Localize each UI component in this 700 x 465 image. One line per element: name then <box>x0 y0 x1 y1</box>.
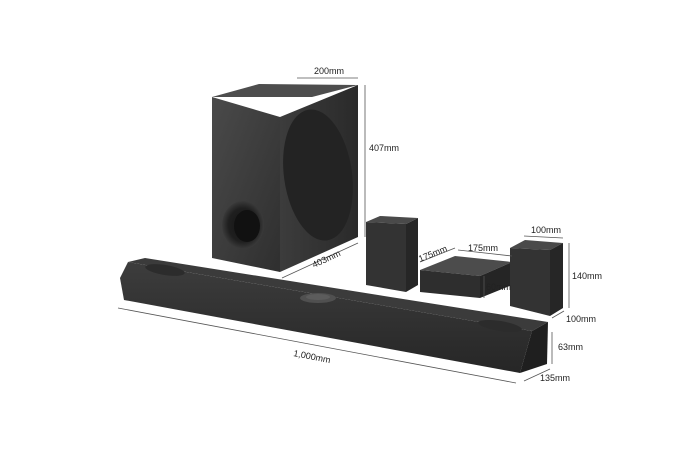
center-module <box>420 256 512 298</box>
label-bar-width: 1,000mm <box>293 348 332 365</box>
dimension-lines <box>117 77 570 384</box>
label-rear-depth: 100mm <box>566 314 596 324</box>
label-rear-width: 100mm <box>531 225 561 235</box>
rear-speaker-left <box>366 216 418 292</box>
rear-speaker-right <box>510 240 563 316</box>
label-center-height: 60mm <box>486 282 511 292</box>
label-bar-height: 63mm <box>558 342 583 352</box>
soundbar <box>120 258 548 373</box>
subwoofer-driver <box>283 109 353 241</box>
label-subwoofer-height: 407mm <box>369 143 399 153</box>
label-subwoofer-width: 200mm <box>314 66 344 76</box>
subwoofer <box>212 84 358 272</box>
label-bar-depth: 135mm <box>540 373 570 383</box>
label-rear-height: 140mm <box>572 271 602 281</box>
label-center-depth: 175mm <box>468 243 498 253</box>
